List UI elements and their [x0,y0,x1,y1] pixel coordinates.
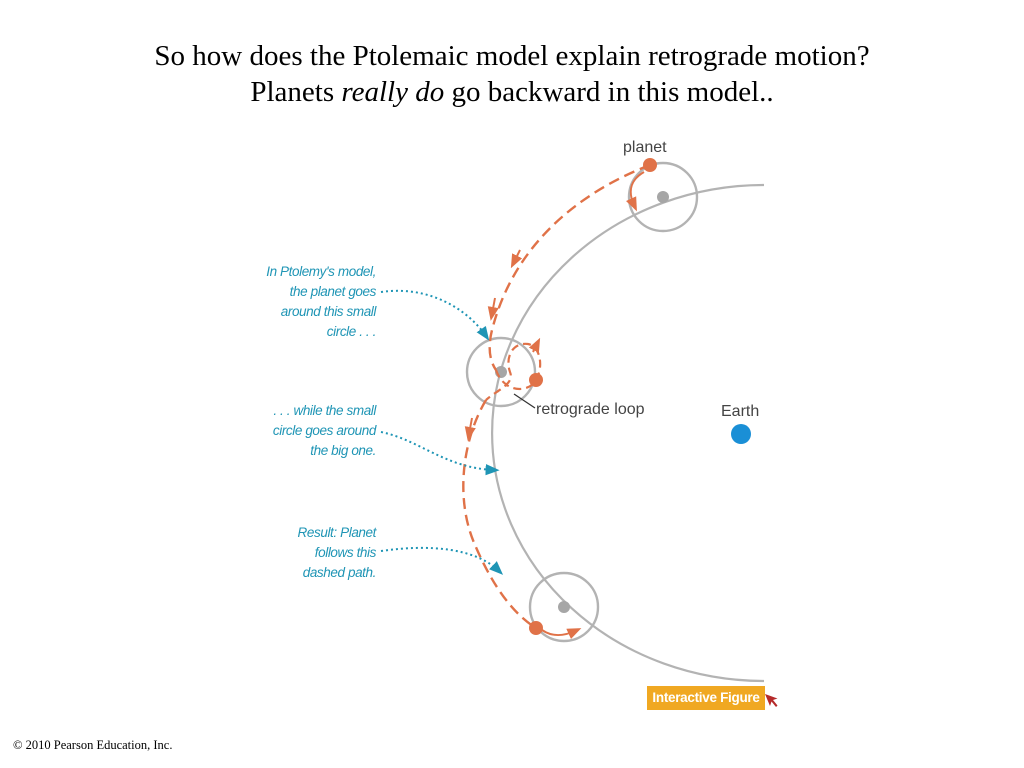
copyright-text: © 2010 Pearson Education, Inc. [13,738,173,752]
planet-dot-top [643,158,657,172]
epicycle-center-top [657,191,669,203]
annotation-small-circle-line: the planet goes [289,284,377,299]
earth-dot [731,424,751,444]
epicycle-bottom-motion-arc [541,628,582,639]
retrograde-loop-arrow [528,337,541,353]
epicycle-middle [465,336,537,408]
title-line-2-pre: Planets [250,76,342,108]
annotation-big-circle-line: circle goes around [272,423,377,438]
planet-dashed-path-bottom [462,399,537,630]
planet-dot-middle [529,373,543,387]
planet-dashed-path-top [488,163,651,371]
title-line-2-post: go backward in this model.. [444,76,774,108]
annotation-result-line: dashed path. [302,565,377,580]
cursor-arrow-icon [765,694,778,707]
planet-label: planet [623,139,667,156]
epicycle-center-bottom [558,601,570,613]
interactive-figure-button[interactable]: Interactive Figure [647,686,765,710]
planet-dashed-path-arrow-3 [464,417,476,441]
epicycle-top-motion-arc [625,171,645,212]
retrograde-leader-line [513,393,536,409]
annotation-result-line: Result: Planet [297,525,377,540]
title-line-2: Planets really do go backward in this mo… [0,74,1024,110]
annotation-big-circle-line: the big one. [310,443,376,458]
annotation-small-circle-line: In Ptolemy's model, [266,264,376,279]
retrograde-loop-label: retrograde loop [536,401,645,418]
annotation-result: Result: Planet follows this dashed path. [230,523,377,583]
deferent-orbit [490,183,765,683]
slide-title: So how does the Ptolemaic model explain … [0,38,1024,110]
annotation-small-circle-line: circle . . . [326,324,377,339]
annotation-arrow-result [380,546,504,575]
annotation-result-line: follows this [314,545,377,560]
title-line-2-emphasis: really do [341,76,445,108]
annotation-small-circle: In Ptolemy's model, the planet goes arou… [230,262,376,342]
title-line-1: So how does the Ptolemaic model explain … [154,40,870,72]
planet-dashed-path-arrow-1 [510,249,523,269]
annotation-arrow-small-circle [380,289,490,341]
planet-dot-bottom [529,621,543,635]
retrograde-loop-path [485,342,542,401]
planet-dashed-path-arrow-2 [487,297,499,321]
annotation-big-circle: . . . while the small circle goes around… [230,401,377,461]
epicycle-bottom [528,571,600,643]
annotation-big-circle-line: . . . while the small [273,403,376,418]
earth-label: Earth [721,403,759,420]
annotation-small-circle-line: around this small [280,304,377,319]
annotation-arrow-big-circle [380,431,500,476]
